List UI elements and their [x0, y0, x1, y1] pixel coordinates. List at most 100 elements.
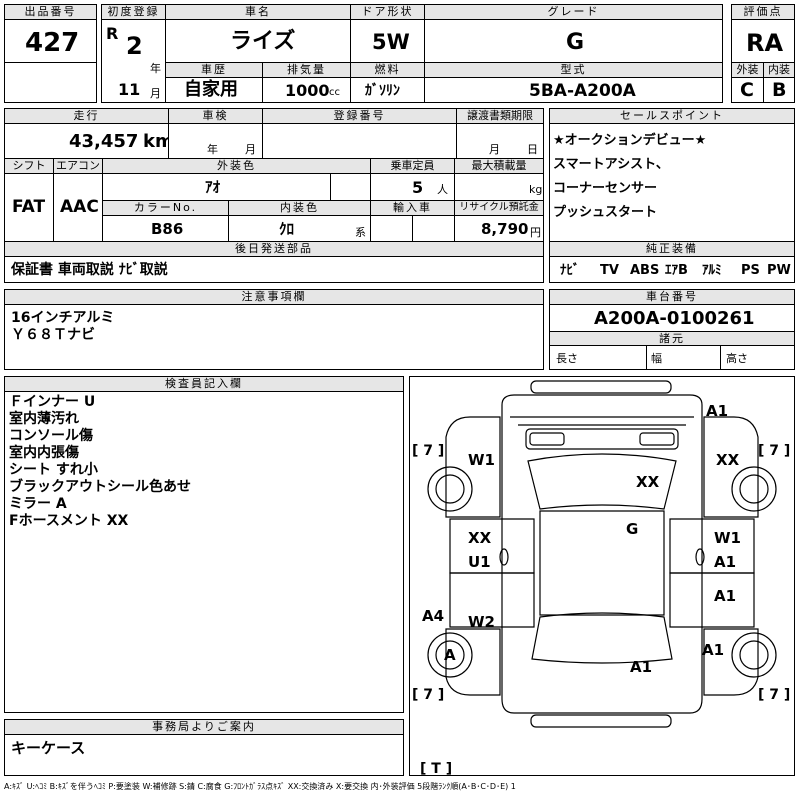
max-load-unit: kg: [529, 183, 543, 196]
spec-height-cell: 高さ: [720, 345, 795, 370]
inspector-line: 室内内張傷: [9, 445, 79, 461]
mileage: 43,457: [69, 131, 139, 152]
rear-bumper: [530, 714, 672, 728]
exterior-color: ｱｵ: [205, 178, 221, 196]
first-registration-cell: R 2 年 11 月: [101, 19, 166, 103]
damage-mark-a1-rear: A1: [630, 658, 652, 676]
registration-number-cell: [262, 123, 457, 159]
wheel-fl: [427, 466, 473, 512]
door-rl: [449, 572, 535, 628]
score-header: 評価点: [731, 4, 795, 20]
chassis-header: 車台番号: [549, 289, 795, 305]
damage-diagram: A1 W1 XX XX G XX U1 W1 A1 A1 A4 W2 A A1 …: [409, 376, 795, 776]
windshield: [527, 453, 677, 510]
wheel-fr: [731, 466, 777, 512]
damage-mark-g-glass: G: [626, 520, 638, 538]
later-parts-cell: 保証書 車両取説 ﾅﾋﾞ取説: [4, 256, 544, 283]
door-header: ドア形状: [350, 4, 425, 20]
sales-point-header: セールスポイント: [549, 108, 795, 124]
lot-number: 427: [25, 28, 80, 58]
registration-number-header: 登録番号: [262, 108, 457, 124]
registration-year: 2: [126, 32, 143, 60]
damage-mark-a1-rr: A1: [714, 587, 736, 605]
year-unit: 年: [150, 62, 161, 75]
later-parts: 保証書 車両取説 ﾅﾋﾞ取説: [11, 262, 168, 278]
car-diagram-svg: A1 W1 XX XX G XX U1 W1 A1 A1 A4 W2 A A1 …: [412, 380, 790, 775]
inspector-line: Ｆインナー U: [9, 394, 96, 410]
transfer-month-unit: 月: [489, 143, 500, 156]
displacement-header: 排気量: [262, 62, 351, 78]
office-cell: キーケース: [4, 734, 404, 776]
spec-length-cell: 長さ: [549, 345, 647, 370]
inspector-line: 室内薄汚れ: [9, 411, 79, 427]
interior-color-unit: 系: [355, 226, 366, 239]
car-name-header: 車名: [165, 4, 351, 20]
grade-header: グレード: [424, 4, 723, 20]
chassis-cell: A200A-0100261: [549, 304, 795, 332]
exterior-color-cell: ｱｵ: [102, 173, 331, 201]
door-rr: [669, 572, 755, 628]
equipment-item: ｴｱB: [665, 263, 688, 278]
damage-mark-u1-lf: U1: [468, 553, 491, 571]
score: RA: [746, 29, 784, 57]
sales-point-line: スマートアシスト、: [553, 157, 669, 172]
door-type: 5W: [372, 30, 410, 54]
capacity-cell: 5 人: [370, 173, 455, 201]
capacity-header: 乗車定員: [370, 158, 455, 174]
door-cell: 5W: [350, 19, 425, 63]
month-unit: 月: [150, 87, 161, 100]
headlight-right: [639, 432, 675, 446]
recycle-header: リサイクル預託金: [454, 200, 544, 216]
rear-window: [531, 612, 673, 664]
inspector-line: ブラックアウトシール色あせ: [9, 479, 191, 495]
damage-mark-a4: A4: [422, 607, 444, 625]
equipment-item: PW: [767, 263, 791, 278]
car-name-cell: ライズ: [165, 19, 351, 63]
recycle-fee: 8,790: [481, 220, 529, 238]
equipment-item: PS: [741, 263, 760, 278]
aircon-header: エアコン: [53, 158, 103, 174]
max-load-header: 最大積載量: [454, 158, 544, 174]
interior-color-header: 内装色: [228, 200, 371, 216]
transfer-deadline-cell: 月 日: [456, 123, 544, 159]
color-no: B86: [151, 220, 184, 238]
damage-mark-xx-roof: XX: [636, 473, 660, 491]
history-cell: 自家用: [165, 77, 263, 103]
era-label: R: [106, 24, 119, 43]
damage-mark-a1-rf: A1: [714, 553, 736, 571]
tire-depth-fl: [ 7 ]: [412, 443, 444, 459]
model-header: 型式: [424, 62, 723, 78]
equipment-item: ABS: [630, 263, 660, 278]
capacity: 5: [412, 178, 424, 197]
mirror-left: [499, 548, 509, 566]
spec-height-label: 高さ: [726, 352, 748, 365]
score-cell: RA: [731, 19, 795, 63]
damage-mark-w1-rf: W1: [714, 529, 741, 547]
office-header: 事務局よりご案内: [4, 719, 404, 735]
mileage-unit: km: [143, 131, 174, 152]
recycle-cell: 8,790 円: [454, 215, 544, 242]
inspection-cell: 年 月: [168, 123, 263, 159]
capacity-unit: 人: [437, 183, 448, 196]
roof: [539, 510, 665, 616]
fender-rr: [703, 628, 759, 696]
sales-point-line: コーナーセンサー: [553, 181, 658, 196]
spec-width-label: 幅: [651, 352, 662, 365]
shift-header: シフト: [4, 158, 54, 174]
sales-point-line: プッシュスタート: [553, 205, 658, 220]
tire-depth-rr: [ 7 ]: [758, 687, 790, 703]
import-header: 輸入車: [370, 200, 455, 216]
transfer-day-unit: 日: [527, 143, 538, 156]
notes-line: Ｙ６８Ｔナビ: [11, 327, 95, 343]
equipment-item: ﾅﾋﾞ: [560, 263, 580, 278]
body-outline: [501, 394, 703, 714]
damage-mark-a1-rr2: A1: [702, 641, 724, 659]
fender-fl: [445, 416, 501, 518]
mileage-header: 走行: [4, 108, 169, 124]
displacement: 1000: [285, 81, 330, 100]
exterior-color-extra: [330, 173, 371, 201]
interior-grade-cell: B: [763, 77, 795, 103]
history-header: 車歴: [165, 62, 263, 78]
registration-month: 11: [118, 80, 141, 99]
interior-color: ｸﾛ: [279, 220, 295, 238]
